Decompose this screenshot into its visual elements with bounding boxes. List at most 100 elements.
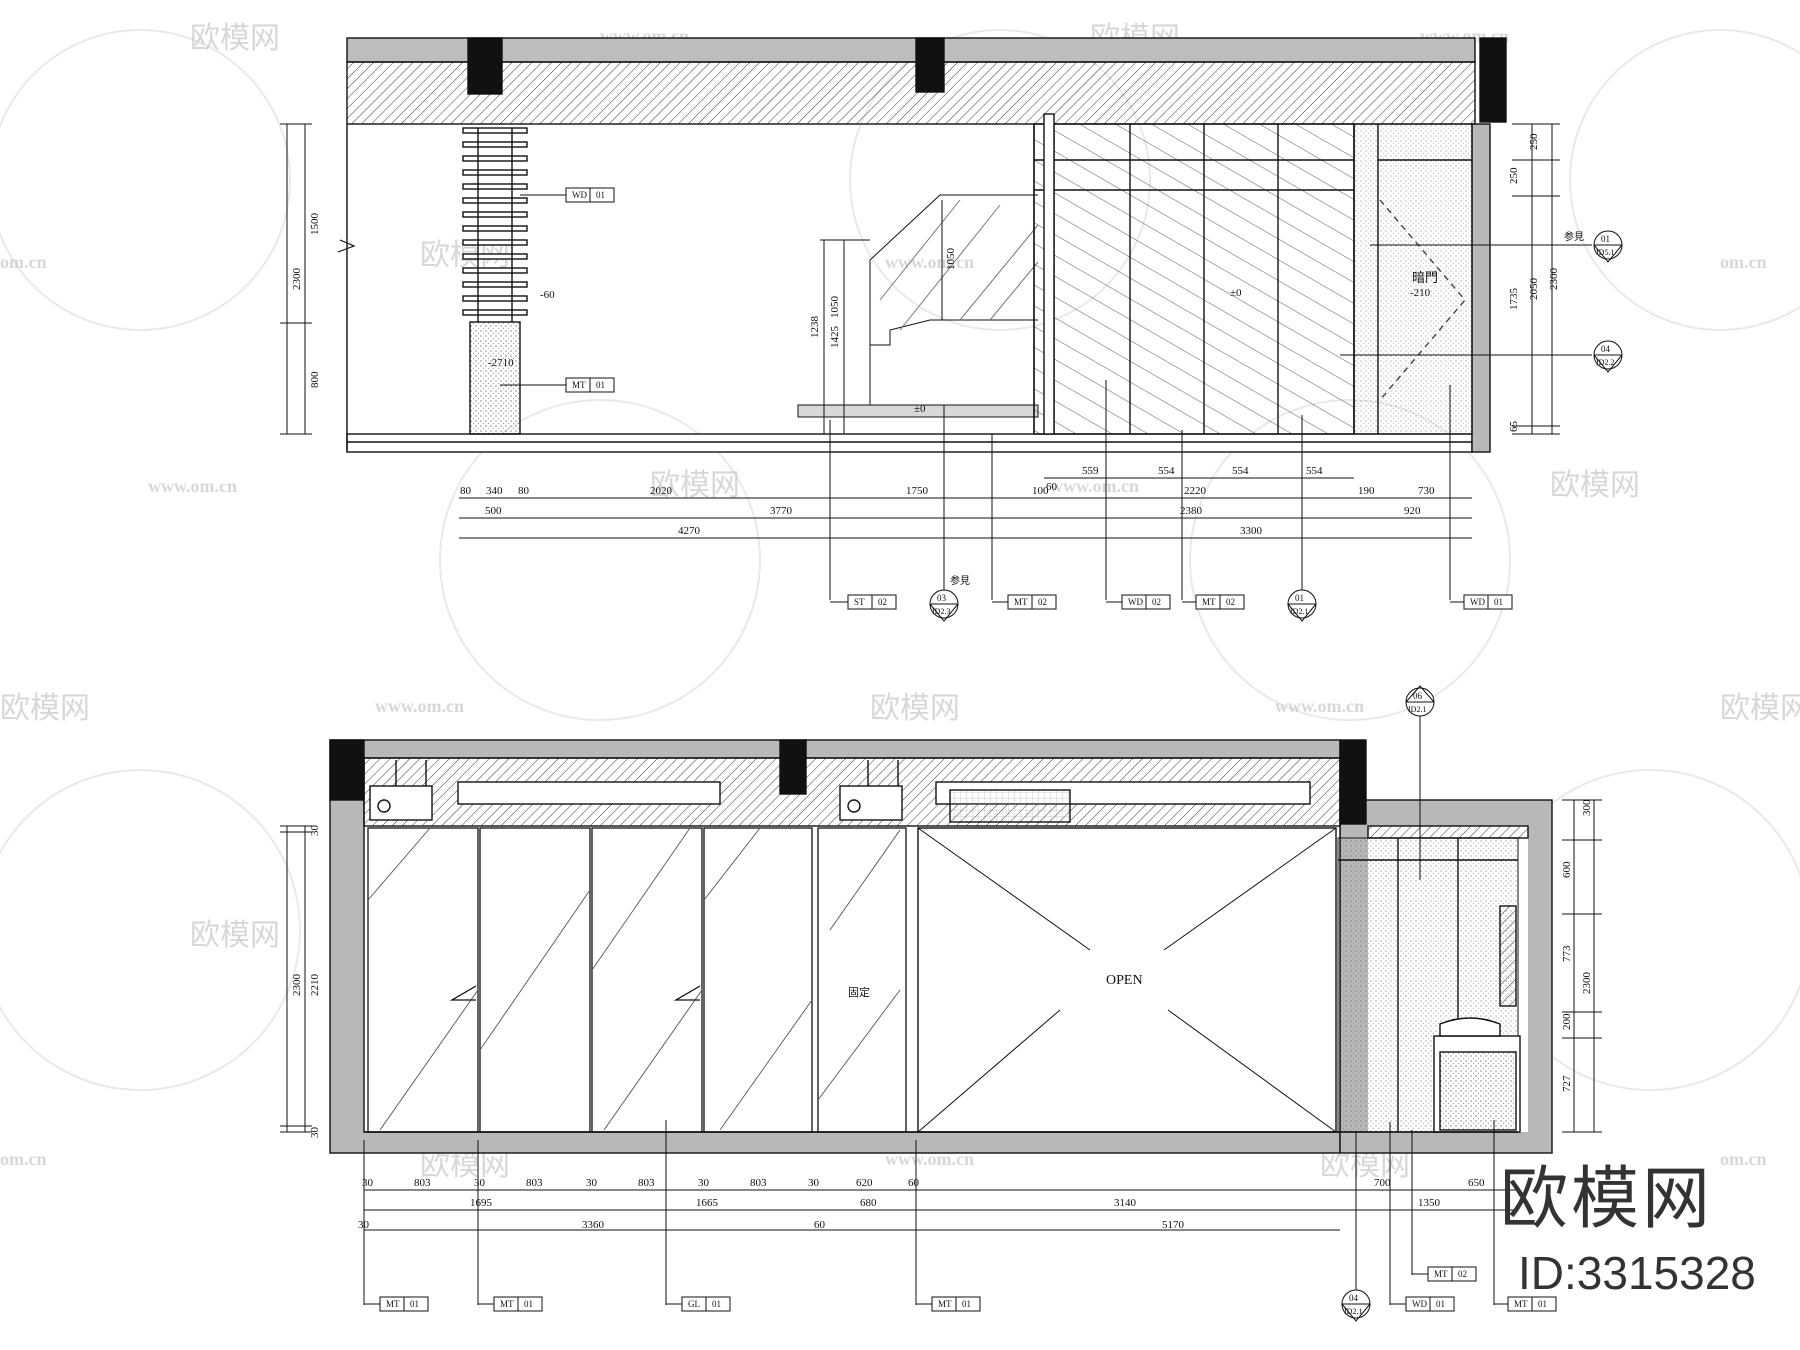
dim-100: 100 — [1032, 485, 1049, 497]
drawing-label: 1665 — [696, 1197, 719, 1209]
section-num: 06 — [1413, 691, 1423, 701]
drawing-label: 01 — [962, 1299, 971, 1309]
dim-600: 600 — [1561, 861, 1573, 878]
watermark-brand: 欧模网 — [1720, 692, 1800, 725]
dim-554b: 554 — [1232, 465, 1249, 477]
dim-65: 65 — [1508, 421, 1520, 433]
dim-80a: 80 — [460, 485, 472, 497]
dim-2300-bottom-right: 2300 — [1581, 972, 1593, 995]
watermark-brand: 欧模网 — [420, 1149, 510, 1182]
material-tag: ST 02 — [830, 594, 897, 610]
drawing-label: 803 — [750, 1177, 767, 1189]
dim-300: 300 — [1581, 799, 1593, 816]
watermark-url: www.om.cn — [885, 252, 974, 272]
dim-190: 190 — [1358, 485, 1375, 497]
drawing-label: 620 — [856, 1177, 873, 1189]
drawing-label: 3140 — [1114, 1197, 1137, 1209]
top-inline-tags: WD 01 MT 01 — [500, 187, 615, 393]
watermark-url: www.om.cn — [1050, 476, 1139, 496]
section-num: 01 — [1601, 234, 1610, 244]
bottom-dimension-text: 2300 2210 30 30 300 600 773 200 727 2300… — [291, 799, 1593, 1231]
bottom-right-dimension-lines — [1562, 799, 1602, 1133]
dim-730: 730 — [1418, 485, 1435, 497]
drawing-label: 02 — [1458, 1269, 1467, 1279]
drawing-label: 01 — [410, 1299, 419, 1309]
drawing-label: MT — [1514, 1299, 1528, 1309]
watermark-logo-text: 欧模网 — [1500, 1160, 1714, 1239]
wood-panel-wall — [1033, 113, 1473, 435]
dim-3300: 3300 — [1240, 525, 1263, 537]
drawing-label: MT — [500, 1299, 514, 1309]
right-cabinet — [1337, 837, 1521, 1133]
drawing-label: 680 — [860, 1197, 877, 1209]
slatted-column — [462, 127, 528, 435]
dim-2380: 2380 — [1180, 505, 1203, 517]
left-dimension-lines — [280, 123, 312, 435]
dim-554c: 554 — [1306, 465, 1323, 477]
level-minus-210: -210 — [1410, 287, 1431, 299]
dim-1425: 1425 — [829, 326, 841, 349]
dim-1050b: 1050 — [945, 248, 957, 271]
right-dimension-lines — [1512, 123, 1560, 435]
dim-773: 773 — [1561, 945, 1573, 962]
section-num: 04 — [1601, 344, 1611, 354]
watermark-url: om.cn — [0, 1149, 47, 1169]
section-num: 01 — [1295, 593, 1304, 603]
watermark-url: www.om.cn — [375, 696, 464, 716]
dim-60: 60 — [1046, 481, 1058, 493]
section-sheet: ID2.1 — [1344, 1307, 1362, 1316]
stair-dimension-lines — [820, 200, 943, 434]
top-bottom-tags: ST 02 MT 02 WD 02 MT 02 WD — [830, 594, 1513, 610]
section-marker: 04 ID2.2 — [1593, 340, 1623, 373]
top-dimension-text: 2300 1500 800 1238 1425 1050 1050 250 25… — [291, 133, 1584, 587]
dim-2050: 2050 — [1528, 278, 1540, 301]
watermark-brand: 欧模网 — [650, 469, 740, 502]
dim-4270: 4270 — [678, 525, 701, 537]
watermark-brand: 欧模网 — [0, 692, 90, 725]
drawing-label: 01 — [1538, 1299, 1547, 1309]
drawing-label: MT — [938, 1299, 952, 1309]
drawing-label: 30 — [808, 1177, 820, 1189]
bottom-material-tags: MT 01 MT 01 GL 01 MT 01 WD — [364, 1266, 1557, 1312]
drawing-label: 3360 — [582, 1219, 605, 1231]
drawing-label: WD — [1412, 1299, 1427, 1309]
drawing-label: WD — [1470, 597, 1485, 607]
material-tag: WD 01 — [1450, 594, 1513, 610]
watermark-url: www.om.cn — [148, 476, 237, 496]
dim-1238: 1238 — [809, 316, 821, 339]
watermark-url: om.cn — [1720, 252, 1767, 272]
dim-2020: 2020 — [650, 485, 673, 497]
dim-250a: 250 — [1528, 133, 1540, 150]
watermark-brand: 欧模网 — [870, 692, 960, 725]
section-marker: 01 ID5.1 — [1593, 230, 1623, 263]
drawing-label: 30 — [474, 1177, 486, 1189]
drawing-label: 01 — [712, 1299, 721, 1309]
watermark-brand: 欧模网 — [1550, 469, 1640, 502]
drawing-label: 30 — [698, 1177, 710, 1189]
dim-1750: 1750 — [906, 485, 929, 497]
dim-200: 200 — [1561, 1013, 1573, 1030]
drawing-label: 1350 — [1418, 1197, 1441, 1209]
drawing-label: 02 — [878, 597, 887, 607]
see-ref-2: 参見 — [950, 574, 970, 587]
section-sheet: ID2.1 — [1290, 607, 1308, 616]
dim-1500: 1500 — [309, 213, 321, 236]
drawing-label: 803 — [414, 1177, 431, 1189]
see-ref-1: 参見 — [1564, 230, 1584, 243]
level-minus-60: -60 — [540, 289, 555, 301]
dim-920: 920 — [1404, 505, 1421, 517]
drawing-label: 803 — [526, 1177, 543, 1189]
material-tag: MT 01 — [916, 1296, 981, 1312]
dim-2300-bottom-left: 2300 — [291, 974, 303, 997]
section-marker: 03 ID2.3 — [929, 589, 959, 622]
dim-559: 559 — [1082, 465, 1099, 477]
level-zero-stair: ±0 — [914, 403, 926, 415]
level-minus-2710: -2710 — [488, 357, 514, 369]
dim-80b: 80 — [518, 485, 530, 497]
dim-3770: 3770 — [770, 505, 793, 517]
watermark-brand: 欧模网 — [190, 919, 280, 952]
hidden-door-label: 暗門 — [1412, 270, 1438, 285]
level-zero-wall: ±0 — [1230, 287, 1242, 299]
material-tag: MT 02 — [992, 594, 1057, 610]
